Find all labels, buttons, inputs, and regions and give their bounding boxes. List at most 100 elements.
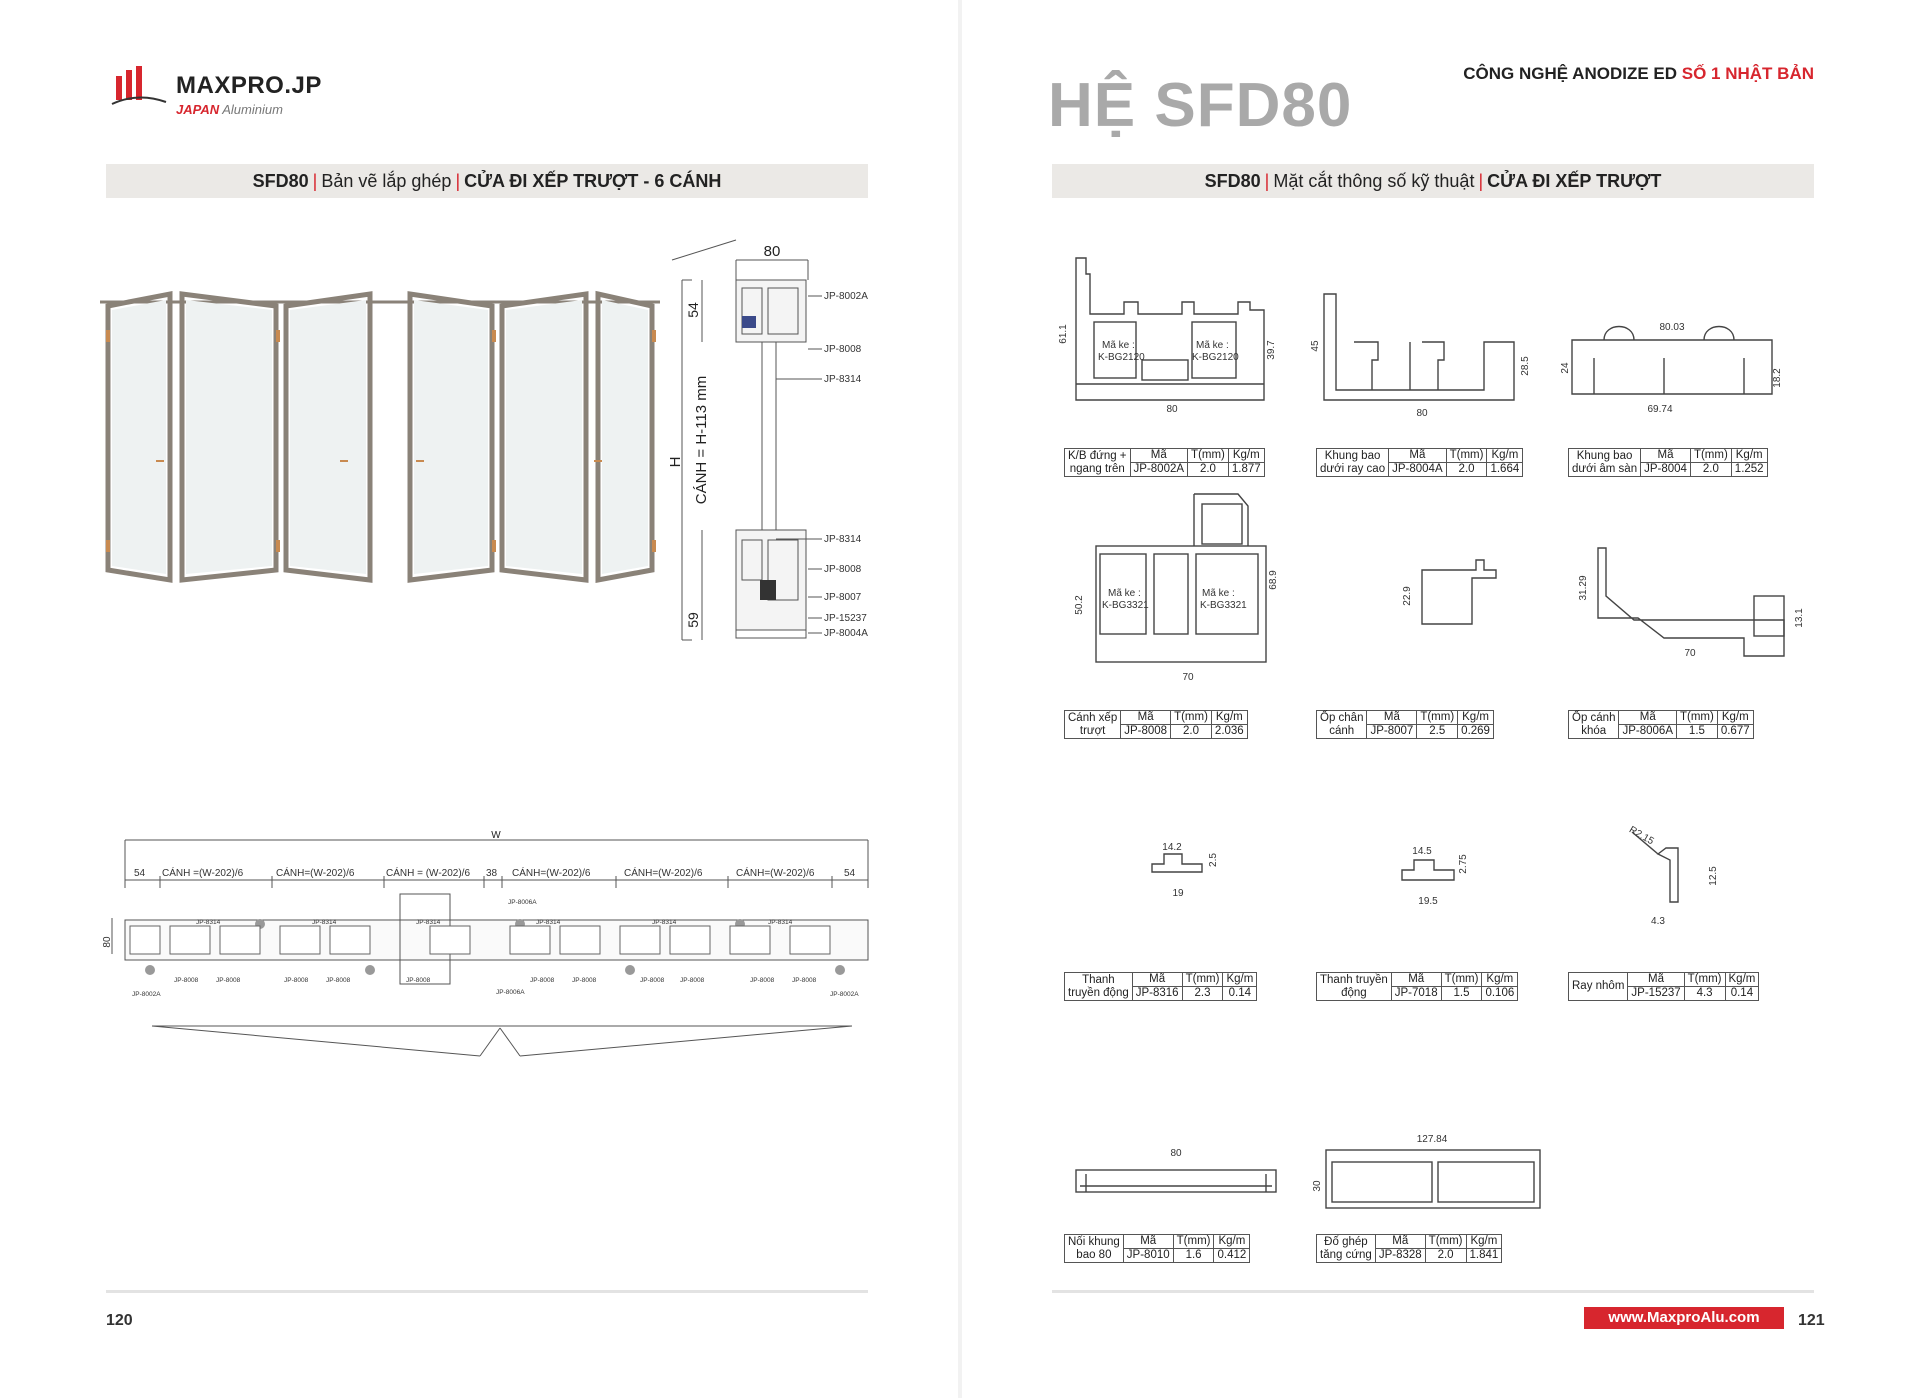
profile-name-line1: Thanh truyền — [1320, 973, 1388, 986]
header-code: Mã — [1627, 972, 1685, 987]
profile-code: JP-8328 — [1374, 1248, 1426, 1263]
profile-code: JP-8316 — [1131, 986, 1183, 1001]
profile-drawing-jp7018: 14.5 2.75 19.5 — [1401, 846, 1469, 907]
header-thickness: T(mm) — [1172, 1234, 1215, 1249]
profile-name-line1: Ốp chân — [1320, 711, 1364, 724]
profile-name-line1: Cánh xếp — [1068, 711, 1118, 724]
profile-dim: 70 — [1182, 672, 1194, 683]
plan-top-code: JP-8314 — [196, 919, 221, 926]
header-weight: Kg/m — [1465, 1234, 1503, 1249]
plan-dim: CÁNH=(W-202)/6 — [736, 866, 815, 879]
profile-note: K-BG3321 — [1102, 600, 1149, 611]
profile-dim: 127.84 — [1417, 1134, 1448, 1145]
profile-dim: 39.7 — [1266, 340, 1277, 360]
profile-code: JP-8002A — [1129, 462, 1189, 477]
header-thickness: T(mm) — [1187, 448, 1229, 463]
bar-separator: | — [1264, 171, 1270, 191]
header-code: Mã — [1618, 710, 1677, 725]
header-thickness: T(mm) — [1676, 710, 1718, 725]
profile-thickness: 1.5 — [1676, 724, 1718, 739]
plan-dim: CÁNH=(W-202)/6 — [624, 866, 703, 879]
profile-dim: 22.9 — [1402, 586, 1413, 606]
profile-weight: 1.877 — [1227, 462, 1265, 477]
profile-code: JP-7018 — [1390, 986, 1442, 1001]
profile-name-line1: Thanh — [1082, 973, 1115, 986]
plan-bottom-code: JP-8002A — [132, 991, 161, 998]
profile-name-line2: bao 80 — [1076, 1248, 1112, 1261]
page-number: 121 — [1798, 1312, 1825, 1329]
plan-top-code: JP-8006A — [508, 899, 537, 906]
profile-dim: 68.9 — [1268, 570, 1279, 590]
header-code: Mã — [1122, 1234, 1174, 1249]
profile-name-line2: cánh — [1329, 724, 1355, 737]
plan-dim: CÁNH=(W-202)/6 — [276, 866, 355, 879]
plan-top-code: JP-8314 — [768, 919, 793, 926]
profile-thickness: 1.6 — [1172, 1248, 1215, 1263]
section-code: JP-8314 — [824, 534, 862, 545]
profile-name-line2: dưới ray cao — [1320, 462, 1386, 475]
bar-series: SFD80 — [1204, 171, 1261, 191]
bar-separator: | — [1478, 171, 1484, 191]
plan-dim: 38 — [486, 868, 498, 879]
profile-code: JP-8010 — [1122, 1248, 1174, 1263]
bar-series: SFD80 — [252, 171, 309, 191]
header-weight: Kg/m — [1222, 972, 1258, 987]
header-code: Mã — [1388, 448, 1447, 463]
profile-thickness: 2.0 — [1187, 462, 1229, 477]
profile-thickness: 2.5 — [1416, 724, 1459, 739]
profile-code: JP-8007 — [1366, 724, 1418, 739]
profile-weight: 1.664 — [1486, 462, 1524, 477]
profile-code: JP-8004 — [1640, 462, 1691, 477]
logo-sub-rest: Aluminium — [222, 102, 283, 117]
plan-dim: CÁNH=(W-202)/6 — [512, 866, 591, 879]
profile-dim: 2.5 — [1208, 853, 1219, 867]
website-link[interactable]: www.MaxproAlu.com — [1584, 1307, 1784, 1329]
door-elevation-drawing — [100, 290, 660, 584]
header-bar: SFD80|Bản vẽ lắp ghép|CỬA ĐI XẾP TRƯỢT -… — [106, 164, 868, 198]
profile-drawing-jp15237: R2.15 12.5 4.3 — [1627, 824, 1719, 927]
profile-dim: 80 — [1416, 408, 1428, 419]
section-h-label: H — [667, 457, 684, 468]
header-thickness: T(mm) — [1424, 1234, 1467, 1249]
header-weight: Kg/m — [1730, 448, 1768, 463]
plan-bottom-code: JP-8002A — [830, 991, 859, 998]
page-title: HỆ SFD80 — [1048, 71, 1353, 140]
plan-w-label: W — [491, 830, 501, 841]
profile-dim: 18.2 — [1772, 368, 1783, 388]
plan-bottom-code: JP-8008 — [640, 977, 665, 984]
profile-drawing-jp8010: 80 — [1075, 1148, 1277, 1193]
profile-dim: 13.1 — [1794, 608, 1805, 628]
section-sash-label: CÁNH = H-113 mm — [693, 376, 710, 505]
profile-dim: 31.29 — [1578, 575, 1589, 600]
header-code: Mã — [1131, 972, 1183, 987]
profile-name-line2: trượt — [1079, 724, 1106, 737]
profile-name-line1: Ốp cánh — [1572, 711, 1616, 724]
logo-name: MAXPRO.JP — [176, 72, 322, 99]
profile-dim: 28.5 — [1520, 356, 1531, 376]
profile-dim: 80 — [1170, 1148, 1182, 1159]
plan-bottom-code: JP-8008 — [572, 977, 597, 984]
profile-drawing-jp8007: 22.9 — [1402, 559, 1497, 625]
section-code: JP-8002A — [824, 291, 868, 302]
profile-dim: 45 — [1310, 340, 1321, 352]
header-weight: Kg/m — [1481, 972, 1519, 987]
plan-bottom-code: JP-8008 — [792, 977, 817, 984]
logo-sub-brand: JAPAN — [176, 102, 220, 117]
footer-rule — [106, 1290, 868, 1293]
profile-code: JP-8008 — [1120, 724, 1172, 739]
vertical-section-drawing: 80 54 59 H CÁNH = H-113 mm JP-8002A JP-8… — [667, 239, 868, 641]
logo-mark-icon — [111, 66, 167, 105]
profile-name-line1: Khung bao — [1324, 449, 1381, 462]
header-code: Mã — [1120, 710, 1172, 725]
profile-name-line2: khóa — [1581, 724, 1607, 737]
profile-dim: 4.3 — [1651, 916, 1665, 927]
